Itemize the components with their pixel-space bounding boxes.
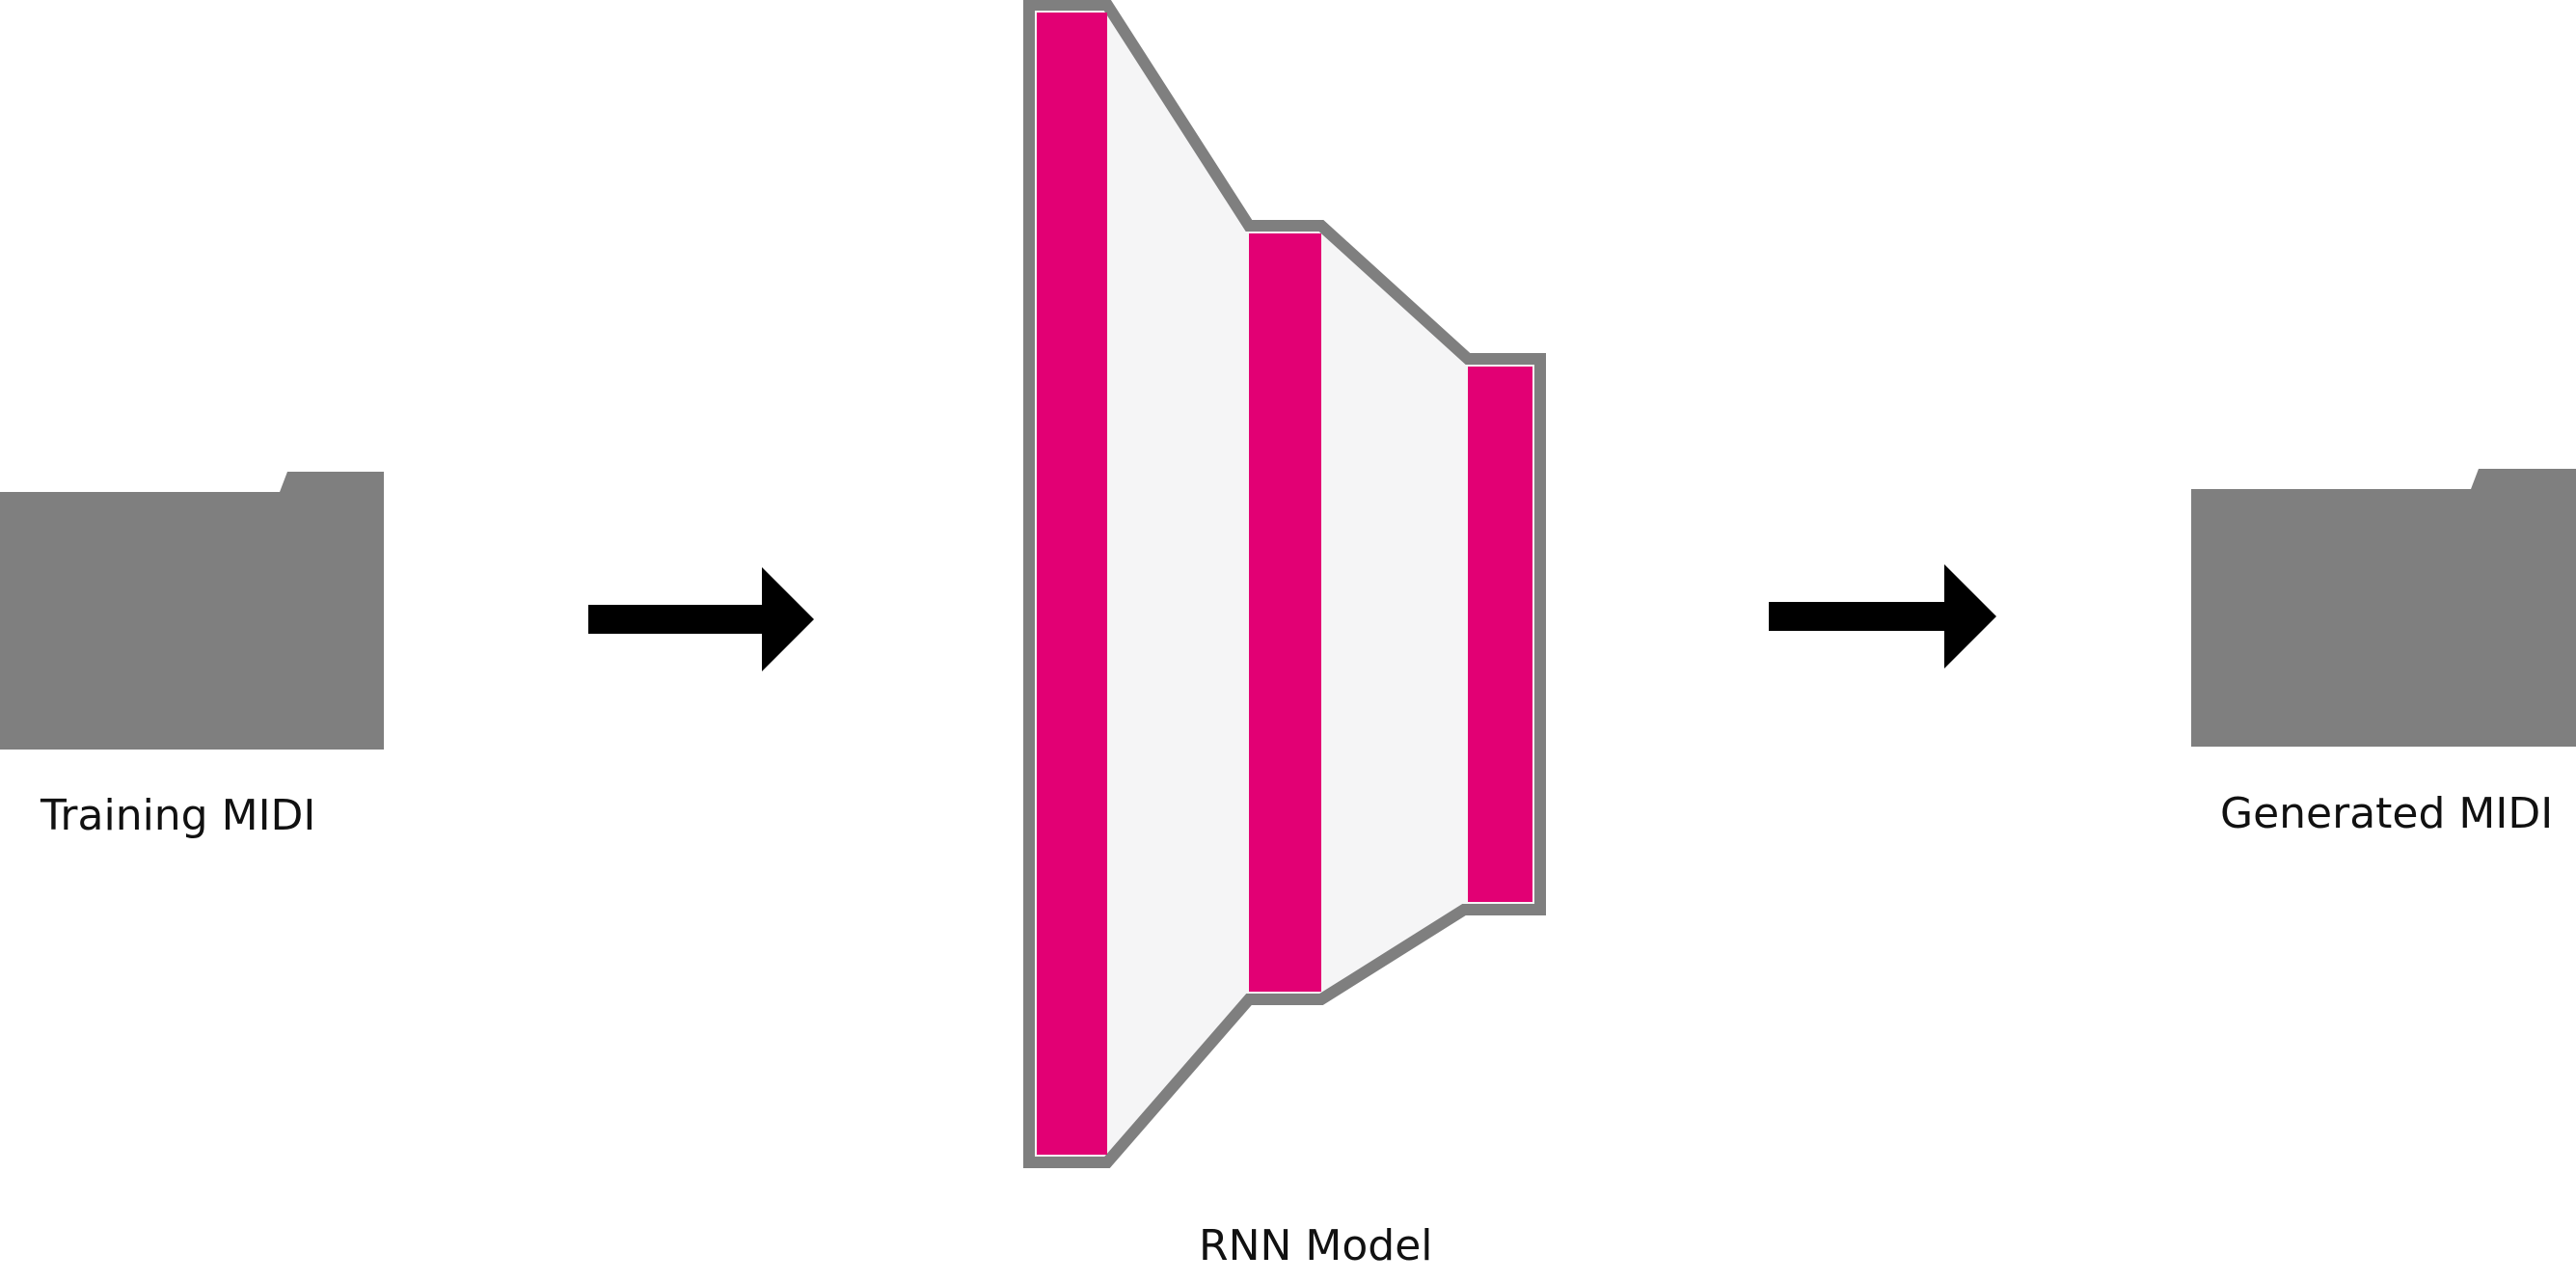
- training-midi-folder-icon: [0, 472, 384, 750]
- input-arrow-icon: [588, 567, 814, 671]
- arrow-shape: [1769, 564, 1996, 668]
- layer-3: [1468, 367, 1532, 902]
- folder-body: [2191, 469, 2576, 747]
- training-midi-label: Training MIDI: [41, 791, 316, 840]
- generated-midi-label: Generated MIDI: [2220, 789, 2554, 838]
- output-arrow-icon: [1769, 564, 1996, 668]
- folder-body: [0, 472, 384, 750]
- rnn-model-label: RNN Model: [1199, 1221, 1433, 1270]
- layer-2: [1249, 233, 1321, 992]
- generated-midi-folder-icon: [2191, 469, 2576, 747]
- rnn-model-icon: [1023, 0, 1546, 1168]
- layer-1: [1037, 13, 1107, 1155]
- arrow-shape: [588, 567, 814, 671]
